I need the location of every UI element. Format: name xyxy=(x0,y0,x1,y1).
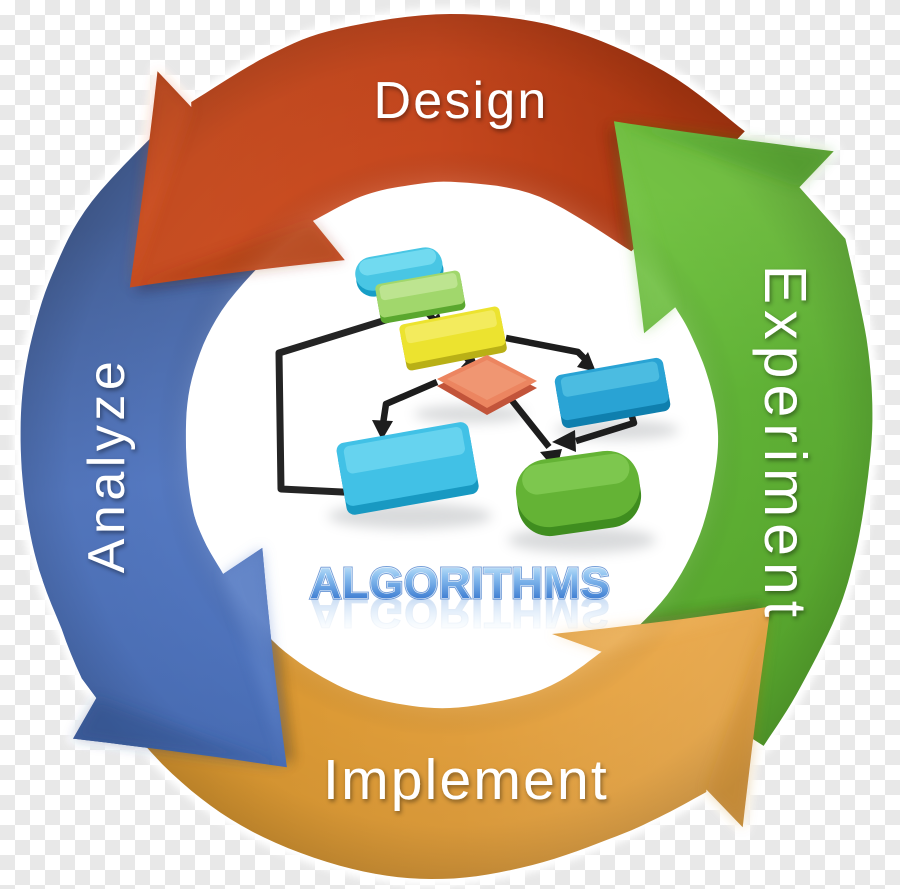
svg-text:Implement: Implement xyxy=(323,748,609,812)
svg-text:ALGORITHMS: ALGORITHMS xyxy=(310,559,611,608)
svg-text:Analyze: Analyze xyxy=(78,357,136,574)
svg-text:ALGORITHMS: ALGORITHMS xyxy=(310,559,611,608)
svg-text:Experiment: Experiment xyxy=(752,265,818,623)
svg-text:ALGORITHMS: ALGORITHMS xyxy=(310,588,611,637)
svg-text:ALGORITHMS: ALGORITHMS xyxy=(310,559,611,608)
svg-text:Design: Design xyxy=(373,72,548,130)
